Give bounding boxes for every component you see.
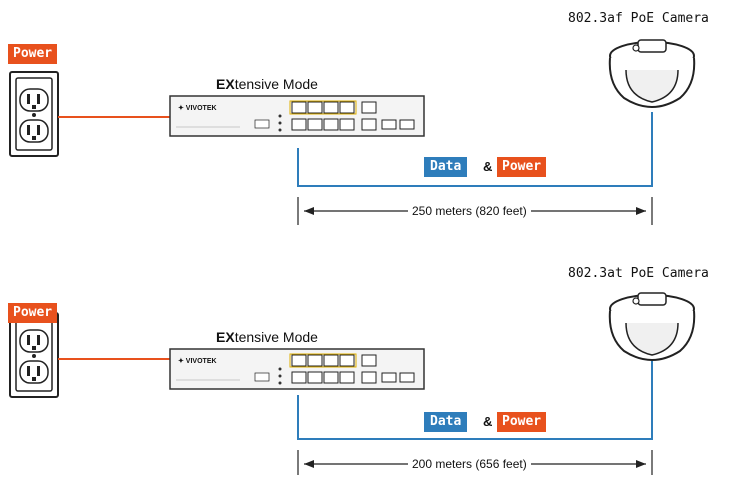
- power-badge-2: Power: [497, 412, 547, 432]
- power-badge: Power: [8, 303, 58, 323]
- wall-outlet-icon: [9, 312, 59, 398]
- mode-title-rest: tensive Mode: [234, 76, 318, 92]
- poe-switch: ✦ VIVOTEK: [169, 348, 425, 390]
- dome-camera-icon: [608, 292, 696, 361]
- power-badge-2: Power: [497, 157, 547, 177]
- data-power-cable: [297, 112, 653, 187]
- distance-label: 250 meters (820 feet): [408, 204, 531, 218]
- data-badge: Data: [424, 157, 468, 177]
- switch-logo: ✦ VIVOTEK: [178, 357, 217, 365]
- mode-title: EXtensive Mode: [216, 76, 318, 92]
- switch-logo: ✦ VIVOTEK: [178, 104, 217, 112]
- poe-switch: ✦ VIVOTEK: [169, 95, 425, 137]
- diagram-panel-2: ✦ VIVOTEK: [0, 239, 744, 477]
- mode-title: EXtensive Mode: [216, 329, 318, 345]
- ampersand: &: [483, 159, 493, 174]
- camera-title: 802.3at PoE Camera: [568, 266, 709, 281]
- distance-label: 200 meters (656 feet): [408, 457, 531, 471]
- power-badge: Power: [8, 44, 58, 64]
- data-power-cable: [297, 361, 653, 440]
- mode-title-bold: EX: [216, 76, 235, 92]
- mode-title-rest: tensive Mode: [234, 329, 318, 345]
- camera-title: 802.3af PoE Camera: [568, 11, 709, 26]
- panel-1-graphics: ✦ VIVOTEK: [9, 39, 696, 225]
- dome-camera-icon: [608, 39, 696, 108]
- mode-title-bold: EX: [216, 329, 235, 345]
- diagram-panel-1: ✦ VIVOTEK: [0, 0, 744, 238]
- ampersand: &: [483, 414, 493, 429]
- data-badge: Data: [424, 412, 468, 432]
- wall-outlet-icon: [9, 71, 59, 157]
